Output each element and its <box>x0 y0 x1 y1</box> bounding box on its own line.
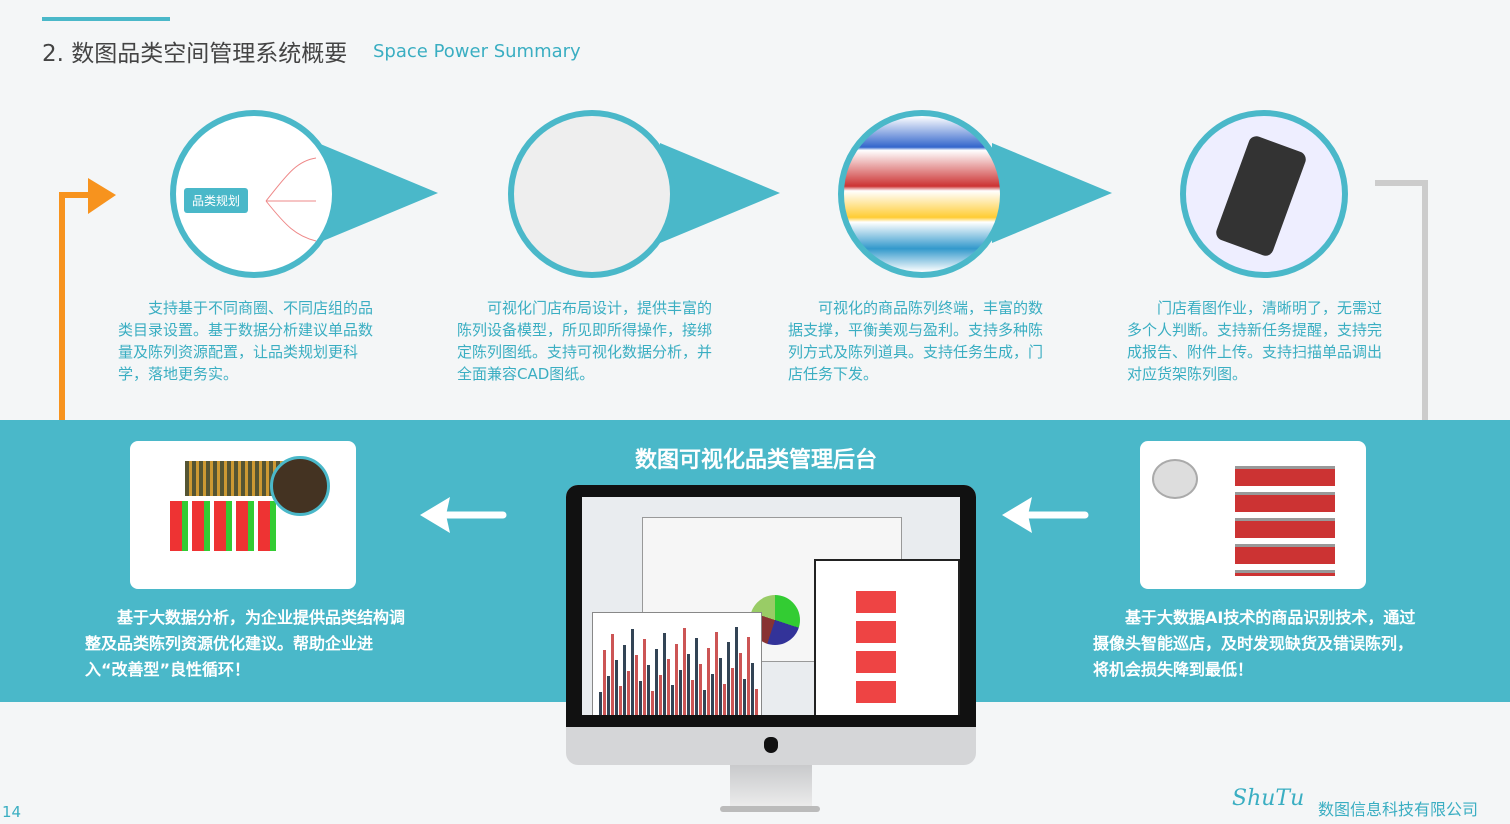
screen-chart-bar <box>687 653 690 715</box>
screen-chart-bar <box>599 692 602 715</box>
screen-chart-bar <box>647 664 650 715</box>
screen-chart-bar <box>751 662 754 715</box>
monitor-foot <box>720 806 820 812</box>
screen-chart-bar <box>711 674 714 715</box>
step-desc-2: 可视化门店布局设计，提供丰富的陈列设备模型，所见即所得操作，接绑定陈列图纸。支持… <box>457 299 713 383</box>
apple-logo-icon <box>764 737 778 753</box>
screen-chart-bar <box>643 639 646 715</box>
step-desc-4: 门店看图作业，清晰明了，无需过多个人判断。支持新任务提醒，支持完成报告、附件上传… <box>1127 299 1383 383</box>
arrow-left-icon <box>420 497 507 533</box>
screen-chart-bar <box>691 679 694 715</box>
screen-chart-bar <box>715 632 718 715</box>
monitor <box>566 485 976 765</box>
screen-chart-bar <box>623 644 626 715</box>
screen-chart-bar <box>671 685 674 715</box>
step-desc-3: 可视化的商品陈列终端，丰富的数据支撑，平衡美观与盈利。支持多种陈列方式及陈列道具… <box>788 299 1044 383</box>
ai-description: 基于大数据AI技术的商品识别技术，通过摄像头智能巡店，及时发现缺货及错误陈列，将… <box>1093 608 1416 679</box>
monitor-stand <box>730 765 812 810</box>
screen-chart-bar <box>727 642 730 715</box>
screen-chart-bar <box>627 670 630 715</box>
screen-chart-bar <box>683 627 686 715</box>
analysis-image-card <box>130 441 356 589</box>
screen-chart-bar <box>699 663 702 715</box>
analysis-description: 基于大数据分析，为企业提供品类结构调整及品类陈列资源优化建议。帮助企业进入“改善… <box>85 608 406 679</box>
screen-chart-bar <box>651 690 654 715</box>
screen-chart-bar <box>735 626 738 715</box>
screen-chart-bar <box>655 649 658 715</box>
company-name: 数图信息科技有限公司 <box>1318 800 1479 819</box>
screen-chart-bar <box>611 634 614 715</box>
step-pointer-2 <box>660 143 780 243</box>
band-title: 数图可视化品类管理后台 <box>634 448 877 473</box>
step-image-shelf <box>838 110 1006 278</box>
screen-chart-bar <box>719 658 722 715</box>
screen-chart-bar <box>743 678 746 715</box>
screen-chart-bar <box>695 637 698 715</box>
step-image-category-planning: 品类规划 <box>170 110 338 278</box>
screen-chart-bar <box>679 669 682 715</box>
screen-chart-bar <box>659 675 662 715</box>
screen-chart-bar <box>755 688 758 715</box>
screen-chart-bar <box>747 636 750 715</box>
monitor-screen <box>566 485 976 727</box>
screen-chart-bar <box>731 668 734 715</box>
screen-chart-bar <box>635 654 638 715</box>
step-image-mobile <box>1180 110 1348 278</box>
step-desc-1: 支持基于不同商圈、不同店组的品类目录设置。基于数据分析建议单品数量及陈列资源配置… <box>118 299 374 383</box>
screen-chart-bar <box>703 689 706 715</box>
screen-chart-bar <box>667 659 670 715</box>
screen-chart-bar <box>663 633 666 715</box>
company-logo: ShuTu <box>1232 786 1305 811</box>
screen-chart-bar <box>615 660 618 715</box>
screen-chart-bar <box>603 650 606 715</box>
screen-chart-bar <box>707 648 710 715</box>
screen-chart-bar <box>631 628 634 715</box>
ai-camera-image-card <box>1140 441 1366 589</box>
screen-chart-bar <box>675 643 678 715</box>
page-title: 2. 数图品类空间管理系统概要 <box>42 41 348 67</box>
arrow-left-icon <box>1002 497 1089 533</box>
screen-chart-bar <box>639 680 642 715</box>
title-accent-bar <box>42 17 170 21</box>
page-number: 14 <box>2 803 22 821</box>
step-pointer-3 <box>992 143 1112 243</box>
step-image-store-layout <box>508 110 676 278</box>
page-subtitle: Space Power Summary <box>373 41 581 62</box>
screen-chart-bar <box>607 676 610 715</box>
screen-chart-bar <box>739 652 742 715</box>
step-pointer-1 <box>318 143 438 243</box>
screen-chart-bar <box>723 684 726 715</box>
mindmap-node: 品类规划 <box>184 188 249 213</box>
screen-chart-bar <box>619 686 622 715</box>
